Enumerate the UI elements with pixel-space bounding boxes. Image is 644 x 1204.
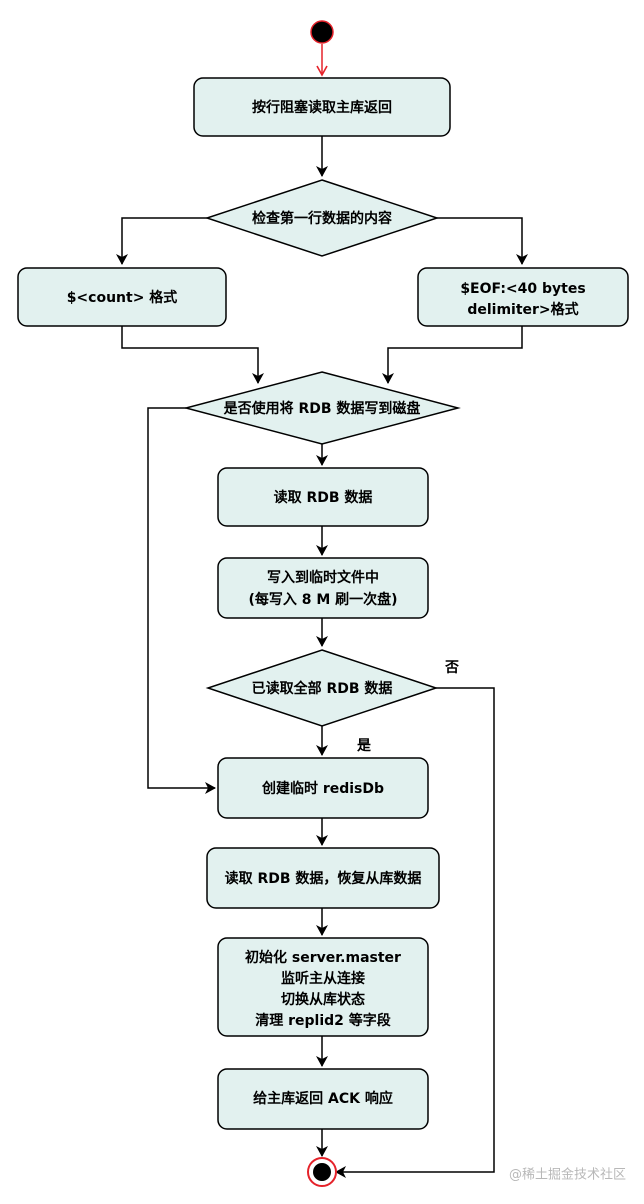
- node-init-server-master-label-line-4: 清理 replid2 等字段: [255, 1012, 391, 1029]
- node-init-server-master-label-line-1: 初始化 server.master: [245, 949, 401, 966]
- edge-d3-no-to-end: [335, 687, 495, 1178]
- node-init-server-master: 初始化 server.master 监听主从连接 切换从库状态 清理 repli…: [217, 937, 429, 1037]
- node-write-temp-file-label-line-1: 写入到临时文件中: [267, 569, 379, 586]
- decision-check-first-line-label: 检查第一行数据的内容: [252, 210, 392, 227]
- watermark: @稀土掘金技术社区: [509, 1167, 626, 1183]
- edge-d1-to-count: [116, 217, 207, 265]
- decision-check-first-line: 检查第一行数据的内容: [204, 179, 440, 257]
- node-write-temp-file-label-line-2: (每写入 8 M 刷一次盘): [248, 591, 397, 608]
- node-read-rdb: 读取 RDB 数据: [217, 467, 429, 527]
- edge-eof-to-d2: [382, 326, 523, 384]
- edge-d2-to-create: [147, 407, 216, 794]
- decision-write-rdb-to-disk: 是否使用将 RDB 数据写到磁盘: [183, 371, 461, 445]
- node-init-server-master-label-line-2: 监听主从连接: [281, 970, 365, 987]
- decision-all-rdb-read-label: 已读取全部 RDB 数据: [252, 680, 393, 697]
- node-eof-format-label-line-1: $EOF:<40 bytes: [460, 281, 585, 297]
- node-restore-replica-data-label: 读取 RDB 数据，恢复从库数据: [225, 870, 422, 887]
- edge-label-yes: 是: [357, 738, 372, 754]
- node-init-server-master-label-line-3: 切换从库状态: [281, 991, 365, 1008]
- node-create-temp-redisdb-label: 创建临时 redisDb: [261, 780, 384, 797]
- node-write-temp-file: 写入到临时文件中 (每写入 8 M 刷一次盘): [217, 557, 429, 619]
- edge-d1-to-eof: [437, 217, 528, 265]
- edge-count-to-d2: [121, 326, 264, 384]
- node-eof-format: $EOF:<40 bytes delimiter>格式: [417, 267, 629, 327]
- decision-write-rdb-to-disk-label: 是否使用将 RDB 数据写到磁盘: [224, 400, 421, 417]
- decision-all-rdb-read: 已读取全部 RDB 数据: [205, 649, 439, 727]
- node-read-rdb-label: 读取 RDB 数据: [274, 489, 373, 506]
- end-node: [307, 1157, 337, 1187]
- node-send-ack: 给主库返回 ACK 响应: [217, 1068, 429, 1130]
- node-send-ack-label: 给主库返回 ACK 响应: [253, 1090, 393, 1107]
- node-count-format: $<count> 格式: [17, 267, 227, 327]
- node-restore-replica-data: 读取 RDB 数据，恢复从库数据: [206, 847, 440, 909]
- node-count-format-label: $<count> 格式: [67, 289, 178, 306]
- start-node: [310, 20, 334, 44]
- node-read-master-return: 按行阻塞读取主库返回: [193, 77, 451, 137]
- edge-label-no: 否: [444, 660, 459, 676]
- node-eof-format-label-line-2: delimiter>格式: [467, 301, 578, 318]
- node-create-temp-redisdb: 创建临时 redisDb: [217, 757, 429, 819]
- node-read-master-return-label: 按行阻塞读取主库返回: [252, 99, 392, 116]
